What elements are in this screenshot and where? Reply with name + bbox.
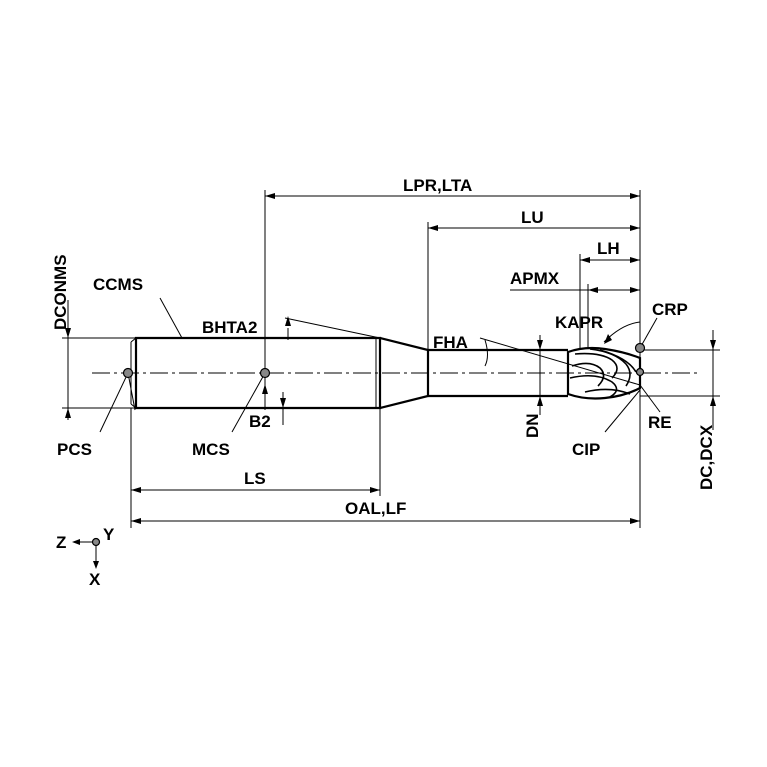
label-lpr-lta: LPR,LTA	[403, 176, 472, 195]
label-dc-dcx: DC,DCX	[697, 424, 716, 490]
label-bhta2: BHTA2	[202, 318, 257, 337]
dimensions	[62, 190, 720, 528]
leaders	[99, 297, 661, 433]
neck	[428, 348, 568, 398]
label-b2: B2	[249, 412, 271, 431]
axis-label-y: Y	[103, 525, 115, 544]
label-dconms: DCONMS	[51, 254, 70, 330]
label-oal-lf: OAL,LF	[345, 499, 406, 518]
label-pcs: PCS	[57, 440, 92, 459]
label-lu: LU	[521, 208, 544, 227]
cutting-head	[566, 346, 642, 400]
label-dn: DN	[523, 413, 542, 438]
label-ls: LS	[244, 469, 266, 488]
label-lh: LH	[597, 239, 620, 258]
label-re: RE	[648, 413, 672, 432]
label-kapr: KAPR	[555, 313, 603, 332]
label-crp: CRP	[652, 300, 688, 319]
crp-point	[634, 342, 646, 354]
axis-origin-point	[91, 537, 101, 547]
axis-symbol: Z Y X	[56, 525, 115, 589]
axis-label-x: X	[89, 570, 101, 589]
mcs-point	[259, 367, 271, 379]
label-ccms: CCMS	[93, 275, 143, 294]
label-fha: FHA	[433, 333, 468, 352]
cip-point	[635, 367, 645, 377]
label-mcs: MCS	[192, 440, 230, 459]
label-apmx: APMX	[510, 269, 560, 288]
pcs-point	[122, 367, 134, 379]
label-cip: CIP	[572, 440, 600, 459]
axis-label-z: Z	[56, 533, 66, 552]
